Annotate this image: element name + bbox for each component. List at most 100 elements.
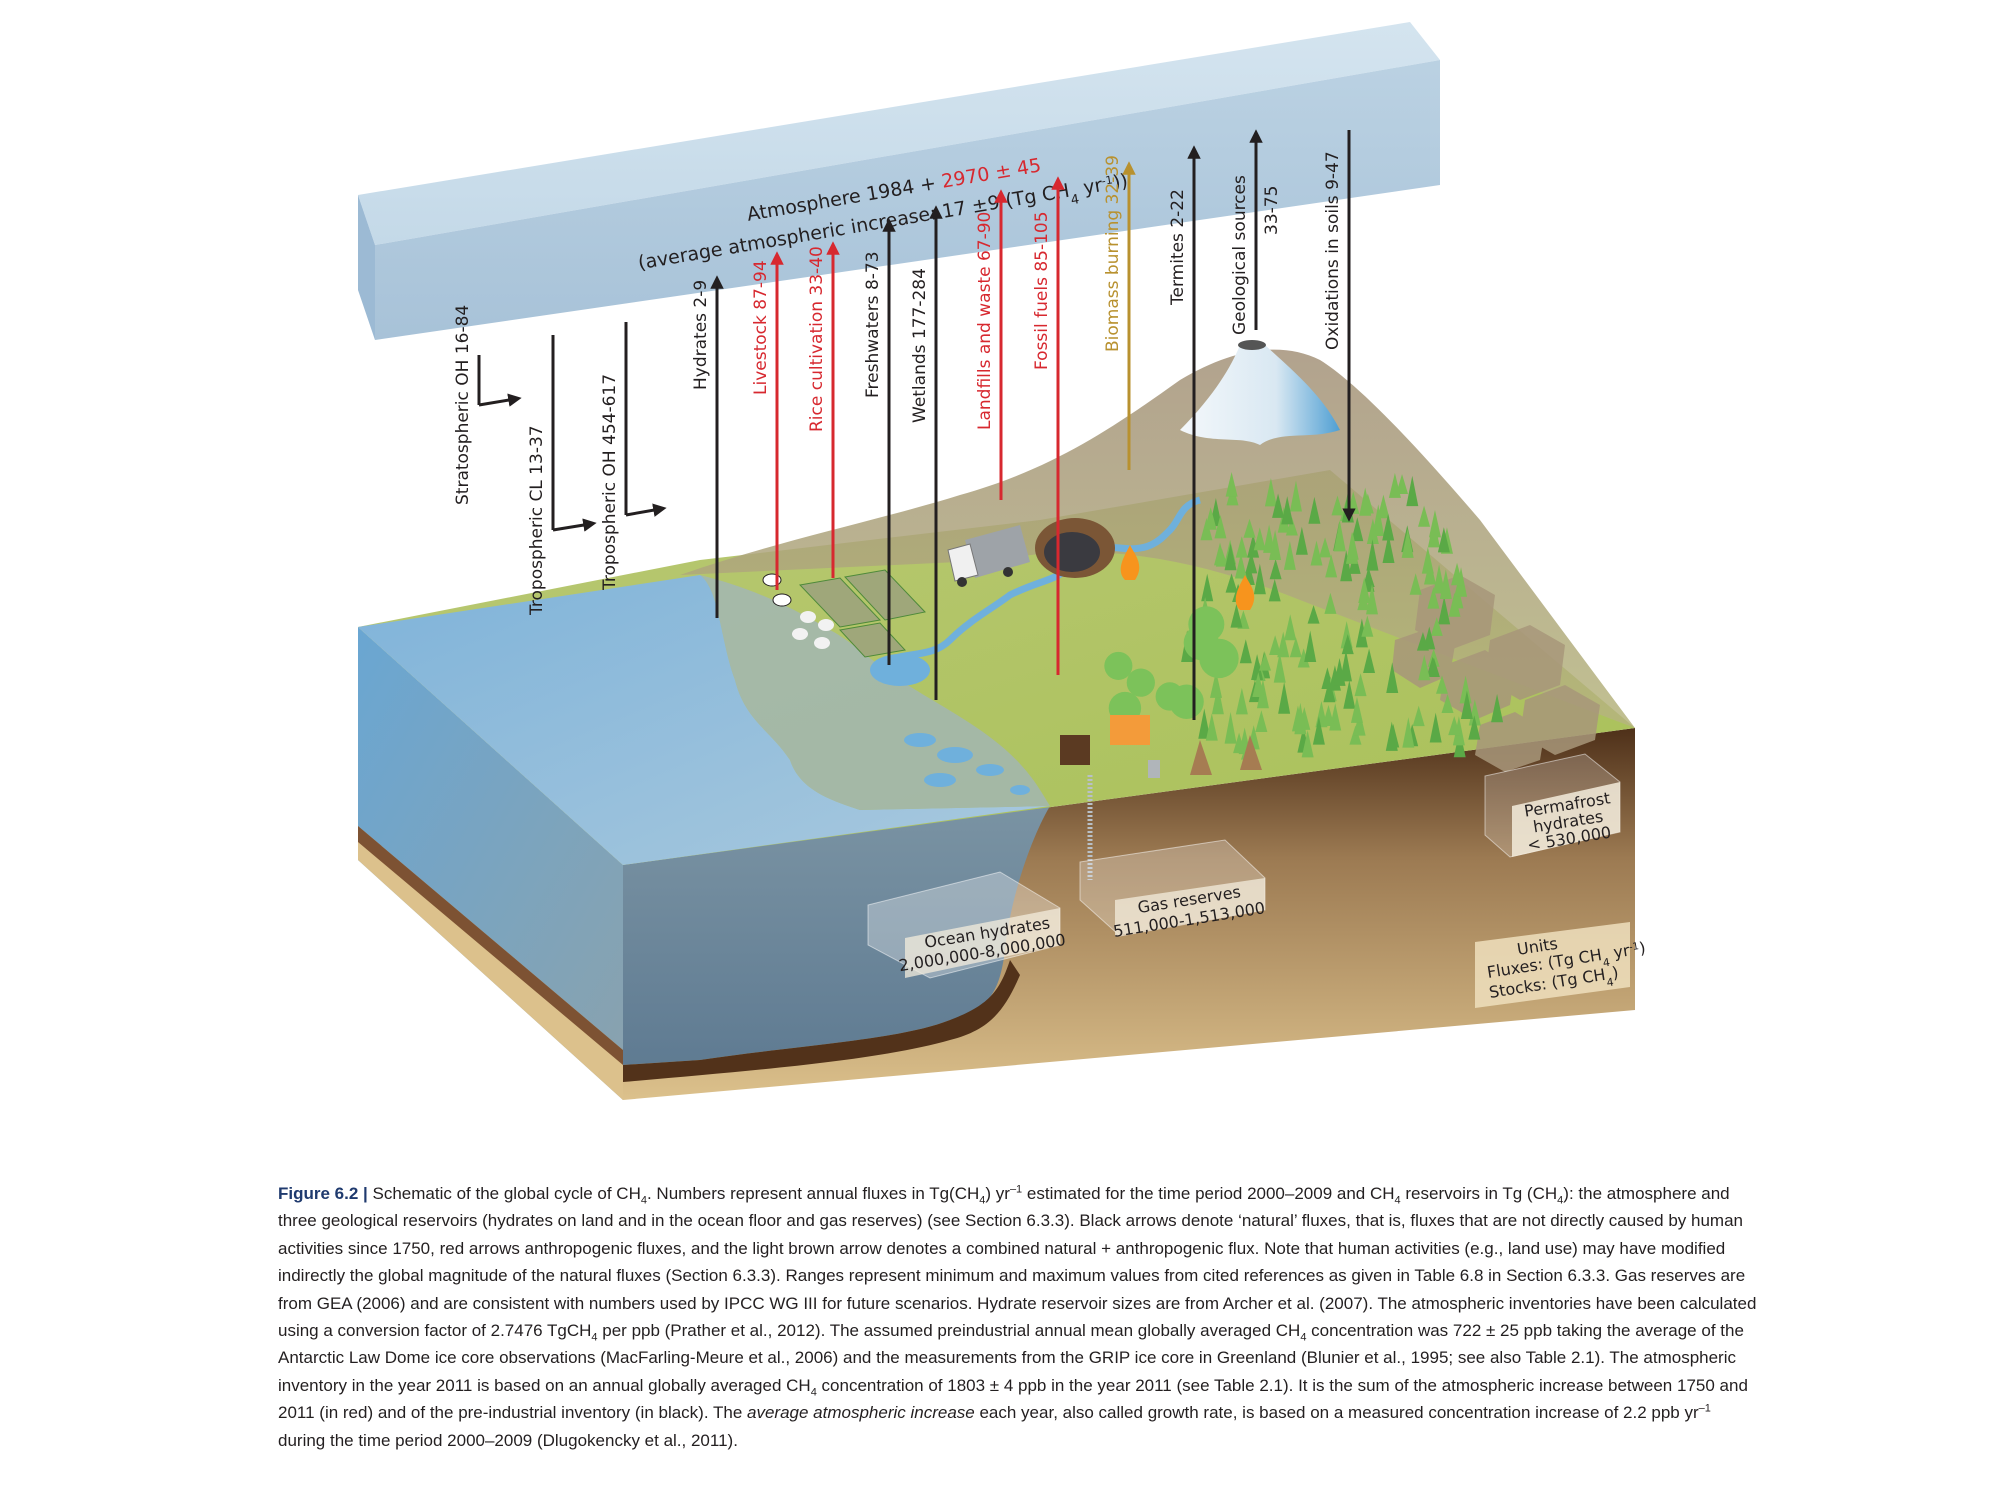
caption-text: estimated for the time period 2000–2009 … — [1022, 1184, 1395, 1203]
figure-caption: Figure 6.2 | Schematic of the global cyc… — [278, 1180, 1758, 1454]
source-label-3: Freshwaters 8-73 — [863, 251, 883, 398]
source-label-7: Biomass burning 32-39 — [1103, 155, 1123, 352]
pine-tree — [1245, 552, 1258, 574]
oil-infrastructure — [1060, 715, 1160, 880]
pine-tree — [1366, 584, 1379, 615]
pine-tree — [1359, 487, 1372, 516]
ocean-left-face — [358, 627, 623, 1100]
pine-tree — [1225, 573, 1238, 593]
caption-sub: 4 — [1557, 1194, 1564, 1207]
pine-tree — [1247, 534, 1260, 558]
pine-tree — [1406, 475, 1419, 507]
pine-tree — [1339, 649, 1352, 682]
forest — [1104, 472, 1504, 760]
caption-text: each year, also called growth rate, is b… — [974, 1403, 1699, 1423]
pine-tree — [1304, 630, 1317, 663]
pine-tree — [1451, 562, 1464, 586]
ground-block — [358, 340, 1635, 1100]
pine-tree — [1441, 694, 1454, 713]
caption-sub: 4 — [1300, 1331, 1307, 1344]
pine-tree — [1382, 534, 1395, 563]
sea-surface — [358, 575, 1050, 865]
pine-tree — [1346, 532, 1359, 560]
pine-tree — [1283, 540, 1296, 570]
pine-tree — [1437, 527, 1450, 553]
pine-tree — [1351, 517, 1364, 542]
caption-text: Schematic of the global cycle of CH — [367, 1184, 641, 1203]
volcano — [1180, 340, 1340, 445]
pine-tree — [1253, 527, 1266, 551]
caption-sup: –1 — [1698, 1402, 1711, 1415]
pine-tree — [1204, 507, 1217, 530]
source-label-2: Rice cultivation 33-40 — [807, 246, 827, 432]
pine-tree — [1214, 514, 1227, 539]
pine-tree — [1468, 715, 1481, 740]
units-legend: Units Fluxes: (Tg CH4 yr-1) Stocks: (Tg … — [1475, 922, 1647, 1008]
caption-sub: 4 — [979, 1194, 986, 1207]
pine-tree — [1243, 518, 1256, 538]
pine-tree — [1310, 540, 1323, 566]
pine-tree — [1289, 637, 1302, 658]
pine-tree — [1312, 716, 1325, 745]
termite-mounds — [1190, 735, 1262, 775]
seabed-left-mud — [358, 826, 623, 1065]
caption-text: . Numbers represent annual fluxes in Tg(… — [646, 1184, 980, 1203]
pine-tree — [1294, 702, 1307, 735]
pine-tree — [1491, 693, 1504, 723]
pine-tree — [1430, 617, 1443, 636]
pine-tree — [1358, 577, 1371, 604]
caption-text: concentration of 1803 ± 4 ppb in the yea… — [278, 1375, 1748, 1423]
sink-label-2: Tropospheric OH 454-617 — [600, 374, 620, 591]
pine-tree — [1324, 592, 1337, 614]
reservoir-ocean-hydrates: Ocean hydrates 2,000,000-8,000,000 — [867, 871, 1067, 979]
source-label-0: Hydrates 2-9 — [691, 280, 711, 390]
sink-arrow-head-0 — [478, 393, 522, 407]
broadleaf-tree — [1104, 651, 1133, 680]
caption-sub: 4 — [810, 1386, 817, 1399]
pine-tree — [1210, 671, 1223, 698]
pine-tree — [1386, 662, 1399, 693]
pine-tree — [1273, 652, 1286, 683]
pine-tree — [1343, 680, 1356, 709]
caption-italic: average atmospheric increase — [747, 1403, 975, 1423]
pine-tree — [1448, 716, 1461, 736]
pine-tree — [1269, 529, 1282, 560]
pine-tree — [1355, 618, 1368, 648]
caption-sub: 4 — [1394, 1194, 1401, 1207]
caption-text: ) yr — [985, 1184, 1010, 1203]
pine-tree — [1387, 723, 1400, 748]
pine-tree — [1423, 559, 1436, 585]
pine-tree — [1259, 652, 1272, 671]
pine-tree — [1235, 687, 1248, 715]
lake — [870, 654, 930, 686]
pine-tree — [1255, 710, 1268, 732]
pine-tree — [1322, 704, 1335, 726]
pine-tree — [1448, 592, 1461, 617]
pine-tree — [1295, 526, 1308, 555]
pine-tree — [1269, 559, 1282, 580]
pine-tree — [1460, 690, 1473, 720]
pine-tree — [1412, 705, 1425, 727]
pine-tree — [1402, 717, 1415, 748]
broadleaf-tree — [1155, 682, 1184, 711]
pine-tree — [1252, 672, 1265, 698]
pine-tree — [1251, 654, 1264, 681]
caption-sub: 4 — [591, 1331, 598, 1344]
pine-tree — [1272, 493, 1285, 518]
source-label-10: Oxidations in soils 9-47 — [1323, 151, 1343, 350]
pine-tree — [1366, 518, 1379, 545]
pine-tree — [1350, 696, 1363, 723]
pine-tree — [1396, 474, 1409, 494]
pine-tree — [1308, 496, 1321, 524]
pine-tree — [1427, 586, 1440, 609]
source-label-5: Landfills and waste 67-90 — [975, 212, 995, 430]
pine-tree — [1372, 504, 1385, 537]
pine-tree — [1409, 573, 1422, 595]
pine-tree — [1331, 495, 1344, 516]
source-label-6: Fossil fuels 85-105 — [1032, 211, 1052, 370]
pine-tree — [1433, 564, 1446, 594]
fires — [1120, 545, 1255, 610]
pine-tree — [1278, 681, 1291, 714]
pine-tree — [1233, 732, 1246, 754]
